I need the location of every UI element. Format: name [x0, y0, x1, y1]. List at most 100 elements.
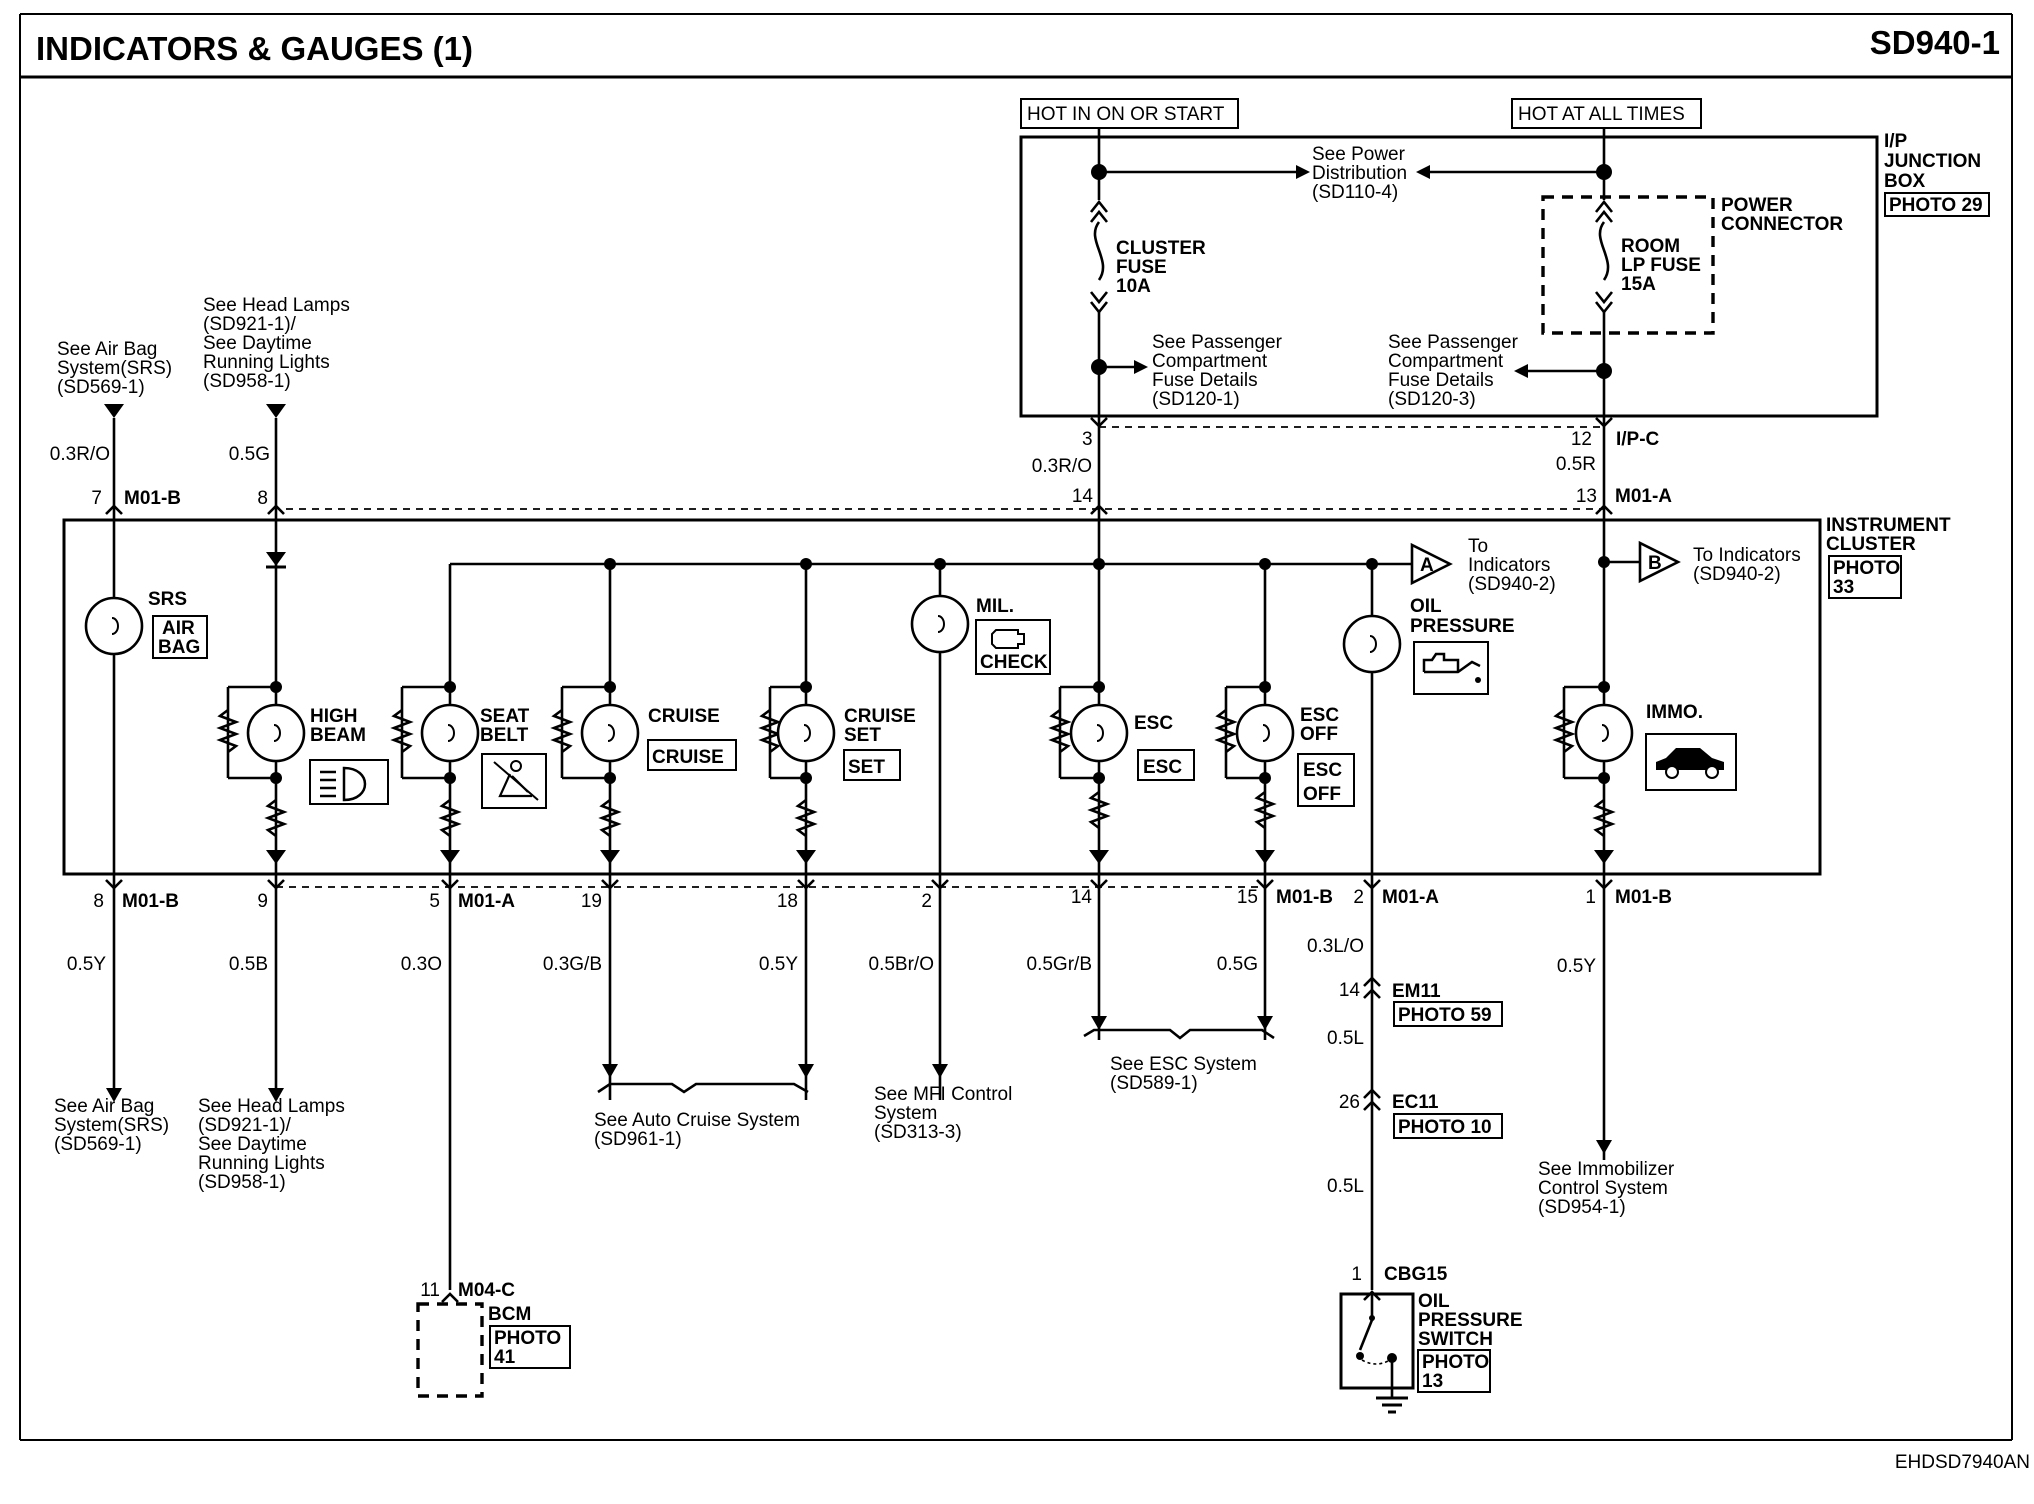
- svg-text:See Daytime: See Daytime: [203, 333, 312, 354]
- connector-a-letter: A: [1420, 555, 1434, 576]
- passenger-fuse-ref-left: See Passenger Compartment Fuse Details (…: [1152, 332, 1283, 410]
- svg-text:OIL: OIL: [1410, 596, 1442, 617]
- svg-text:PHOTO: PHOTO: [1833, 558, 1900, 579]
- m01a-top-pin-13: 13: [1576, 486, 1597, 507]
- svg-text:See Head Lamps: See Head Lamps: [203, 295, 350, 316]
- junction-box-label: I/P JUNCTION BOX: [1884, 131, 1981, 192]
- set-icon: SET: [848, 757, 885, 778]
- svg-text:10A: 10A: [1116, 276, 1151, 297]
- oil-pressure-label: OIL PRESSURE: [1410, 596, 1515, 637]
- svg-text:PRESSURE: PRESSURE: [1410, 616, 1515, 637]
- esc-output-ref: See ESC System (SD589-1): [1110, 1054, 1257, 1094]
- pin-2b: 2: [1353, 887, 1364, 908]
- high-beam-label: HIGH BEAM: [310, 706, 366, 746]
- wire-0-3ro-top: 0.3R/O: [1032, 456, 1092, 477]
- cruise-icon-box: [647, 739, 737, 771]
- em11-pin: 14: [1339, 980, 1361, 1001]
- wire-0-3lo: 0.3L/O: [1307, 936, 1364, 957]
- svg-text:I/P: I/P: [1884, 131, 1908, 152]
- srs-lamp: [84, 596, 144, 656]
- oil-pressure-switch: [1339, 1292, 1415, 1414]
- svg-text:POWER: POWER: [1721, 195, 1793, 216]
- cbg15-pin: 1: [1351, 1264, 1362, 1285]
- immobilizer-car-icon: [1645, 733, 1737, 791]
- svg-text:SEAT: SEAT: [480, 706, 530, 727]
- svg-text:HIGH: HIGH: [310, 706, 358, 727]
- set-icon-box: [843, 749, 901, 781]
- svg-text:13: 13: [1422, 1371, 1443, 1392]
- svg-text:BAG: BAG: [158, 637, 200, 658]
- conn-m01a-right: M01-A: [1382, 887, 1439, 908]
- oil-switch-label: OIL PRESSURE SWITCH: [1418, 1291, 1523, 1350]
- wire-0-3gb: 0.3G/B: [543, 954, 602, 975]
- svg-text:(SD569-1): (SD569-1): [57, 377, 145, 398]
- svg-text:INSTRUMENT: INSTRUMENT: [1826, 515, 1951, 536]
- room-lp-fuse-symbol: [1594, 199, 1614, 315]
- svg-text:OFF: OFF: [1303, 784, 1341, 805]
- junction-photo-box: [1884, 192, 1990, 217]
- wire-0-5y-set: 0.5Y: [759, 954, 798, 975]
- ip-junction-box: [1019, 135, 1879, 418]
- svg-text:See Daytime: See Daytime: [198, 1134, 307, 1155]
- svg-text:(SD940-2): (SD940-2): [1468, 574, 1556, 595]
- svg-text:CHECK: CHECK: [980, 652, 1048, 673]
- m01b-top-pin-7: 7: [91, 488, 102, 509]
- cluster-fuse-symbol: [1089, 199, 1109, 315]
- connector-b-letter: B: [1648, 553, 1662, 574]
- mfi-output-ref: See MFI Control System (SD313-3): [874, 1084, 1012, 1143]
- svg-text:See Auto Cruise System: See Auto Cruise System: [594, 1110, 800, 1131]
- cruise-label: CRUISE: [648, 706, 720, 727]
- check-engine-icon: CHECK: [975, 619, 1051, 675]
- junction-photo: PHOTO 29: [1889, 195, 1983, 216]
- svg-text:BEAM: BEAM: [310, 725, 366, 746]
- svg-text:Control System: Control System: [1538, 1178, 1668, 1199]
- page-title: INDICATORS & GAUGES (1): [36, 30, 473, 67]
- ec11-label: EC11: [1392, 1092, 1439, 1113]
- wire-0-5l-b: 0.5L: [1327, 1176, 1364, 1197]
- wire-0-5l-a: 0.5L: [1327, 1028, 1364, 1049]
- conn-m01a-left: M01-A: [458, 891, 515, 912]
- esc-icon-box: [1137, 749, 1195, 781]
- m04c-connector: [441, 1292, 459, 1303]
- wire-0-5y-immo: 0.5Y: [1557, 956, 1596, 977]
- power-distribution-ref: See Power Distribution (SD110-4): [1312, 144, 1407, 203]
- svg-text:(SD958-1): (SD958-1): [198, 1172, 286, 1193]
- m04c-label: M04-C: [458, 1280, 515, 1301]
- wire-0-5grb: 0.5Gr/B: [1027, 954, 1092, 975]
- svg-text:See Passenger: See Passenger: [1388, 332, 1519, 353]
- m01b-top-connector: M01-B: [124, 488, 181, 509]
- airbag-input-ref: See Air Bag System(SRS) (SD569-1): [57, 339, 172, 398]
- svg-text:CLUSTER: CLUSTER: [1826, 534, 1916, 555]
- hot-run-label: HOT IN ON OR START: [1027, 104, 1225, 125]
- svg-text:PHOTO: PHOTO: [494, 1328, 561, 1349]
- ec11-connector: [1363, 1088, 1381, 1111]
- cruise-icon: CRUISE: [652, 747, 724, 768]
- svg-text:PRESSURE: PRESSURE: [1418, 1310, 1523, 1331]
- svg-text:SET: SET: [844, 725, 881, 746]
- oil-pressure-lamp: [1342, 614, 1402, 674]
- esc-off-lamp: [1214, 681, 1295, 864]
- svg-text:See ESC System: See ESC System: [1110, 1054, 1257, 1075]
- svg-text:See Air Bag: See Air Bag: [54, 1096, 154, 1117]
- pin-14: 14: [1071, 887, 1093, 908]
- room-lp-fuse-label: ROOM LP FUSE 15A: [1621, 236, 1701, 295]
- wire-0-5g: 0.5G: [1217, 954, 1258, 975]
- immo-output-ref: See Immobilizer Control System (SD954-1): [1538, 1159, 1675, 1218]
- em11-connector: [1363, 976, 1381, 999]
- svg-text:(SD958-1): (SD958-1): [203, 371, 291, 392]
- svg-text:To Indicators: To Indicators: [1693, 545, 1801, 566]
- ec11-photo-box: [1393, 1113, 1503, 1139]
- cluster-fuse-label: CLUSTER FUSE 10A: [1116, 238, 1206, 297]
- svg-text:SWITCH: SWITCH: [1418, 1329, 1493, 1350]
- svg-text:ESC: ESC: [1303, 760, 1342, 781]
- svg-text:(SD954-1): (SD954-1): [1538, 1197, 1626, 1218]
- hot-all-label: HOT AT ALL TIMES: [1518, 104, 1685, 125]
- wire-0-5b: 0.5B: [229, 954, 268, 975]
- cbg15-connector: [1363, 1290, 1381, 1301]
- conn-m01b-right: M01-B: [1615, 887, 1672, 908]
- instrument-cluster-box: [62, 518, 1822, 876]
- svg-text:BOX: BOX: [1884, 171, 1926, 192]
- svg-text:System: System: [874, 1103, 937, 1124]
- svg-text:(SD569-1): (SD569-1): [54, 1134, 142, 1155]
